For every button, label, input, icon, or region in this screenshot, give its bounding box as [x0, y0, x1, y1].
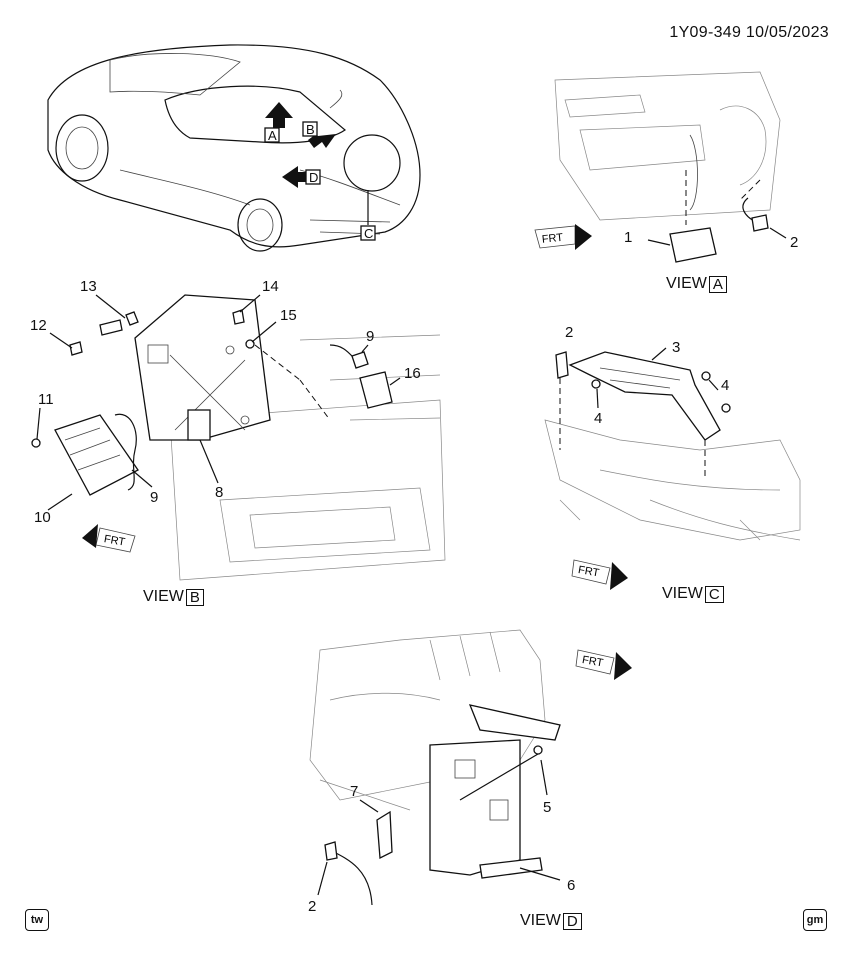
view-c-word: VIEW [662, 585, 703, 602]
callout-a-2: 2 [790, 234, 798, 251]
callout-b-9-top: 9 [366, 328, 374, 345]
callout-c-4-left: 4 [594, 410, 602, 427]
view-a-illustration: 1 2 FRT [534, 71, 798, 263]
car-overview: A B C D [47, 44, 421, 252]
view-d-illustration: 5 7 6 2 FRT [308, 629, 632, 915]
module-part-1 [669, 227, 717, 263]
bracket-part-8 [134, 294, 271, 441]
clip-part-7 [376, 810, 393, 860]
connector-part-16 [359, 371, 393, 409]
callout-d-5: 5 [543, 799, 551, 816]
callout-letter-c: C [364, 226, 373, 241]
callout-b-8: 8 [215, 484, 223, 501]
callout-box-d [305, 169, 321, 185]
bracket-part-3 [568, 351, 721, 441]
view-a-word: VIEW [666, 275, 707, 292]
callout-d-7: 7 [350, 783, 358, 800]
module-part-10 [54, 414, 139, 496]
gm-logo: gm [803, 909, 827, 931]
frt-label-c: FRT [577, 564, 600, 580]
callout-b-12: 12 [30, 317, 47, 334]
frt-label-b: FRT [103, 533, 126, 549]
callout-b-11: 11 [38, 391, 54, 408]
view-b-word: VIEW [143, 588, 184, 605]
view-c-letter: C [704, 585, 724, 603]
callout-letter-d: D [309, 170, 318, 185]
callout-box-c [360, 225, 376, 241]
callout-a-1: 1 [624, 229, 632, 246]
view-d-word: VIEW [520, 912, 561, 929]
callout-b-16: 16 [404, 365, 421, 382]
document-id: 1Y09-349 10/05/2023 [669, 24, 829, 41]
callout-letter-a: A [268, 128, 277, 143]
connector-part-2 [751, 214, 769, 232]
frt-arrow-b: FRT [82, 524, 136, 553]
callout-box-a [264, 127, 280, 143]
callout-b-13: 13 [80, 278, 97, 295]
frt-label-d: FRT [581, 654, 604, 670]
view-b-illustration: 13 14 12 15 9 16 11 8 10 9 FRT [30, 278, 446, 581]
stud-part-2 [555, 351, 569, 379]
harness-part-2 [324, 841, 338, 861]
frt-arrow-c: FRT [571, 559, 628, 590]
tw-logo: tw [25, 909, 49, 931]
callout-letter-b: B [306, 122, 315, 137]
view-a-letter: A [708, 275, 727, 293]
callout-d-6: 6 [567, 877, 575, 894]
callout-d-2: 2 [308, 898, 316, 915]
callout-b-10: 10 [34, 509, 51, 526]
view-c-illustration: 2 3 4 4 FRT [544, 324, 801, 590]
frt-arrow-d: FRT [575, 649, 632, 680]
frt-arrow-a: FRT [534, 224, 592, 250]
view-b-letter: B [185, 588, 204, 606]
callout-b-9-bottom: 9 [150, 489, 158, 506]
callout-c-4-right: 4 [721, 377, 729, 394]
view-d-letter: D [562, 912, 582, 930]
frt-label-a: FRT [541, 232, 564, 246]
callout-b-15: 15 [280, 307, 297, 324]
callout-c-2: 2 [565, 324, 573, 341]
callout-box-b [302, 121, 318, 137]
callout-b-14: 14 [262, 278, 279, 295]
callout-c-3: 3 [672, 339, 680, 356]
